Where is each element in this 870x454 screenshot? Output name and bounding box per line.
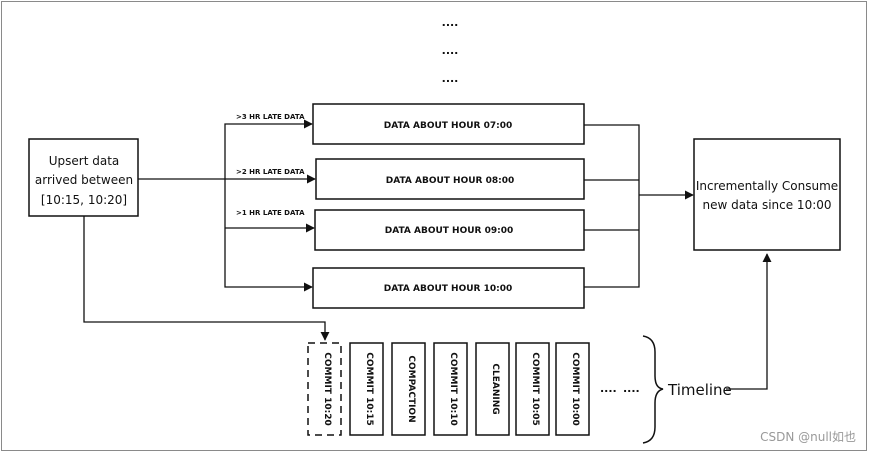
consumer-box	[693, 138, 841, 251]
dots-2: ....	[442, 44, 459, 57]
timeline-item-commit-1020	[307, 342, 342, 436]
late-label-3hr: >3 HR LATE DATA	[236, 113, 305, 121]
timeline-label-commit-1010: COMMIT 10:10	[448, 352, 458, 425]
timeline-item-commit-1010	[433, 342, 468, 436]
dots-3: ....	[442, 72, 459, 85]
timeline-label-commit-1020: COMMIT 10:20	[322, 352, 332, 425]
hour-box-08	[315, 158, 585, 200]
late-label-2hr: >2 HR LATE DATA	[236, 168, 305, 176]
source-line-1: Upsert data	[49, 154, 120, 168]
hour-box-07	[312, 103, 585, 145]
hour-label-07: DATA ABOUT HOUR 07:00	[384, 121, 513, 131]
late-label-1hr: >1 HR LATE DATA	[236, 209, 305, 217]
timeline-item-commit-1000	[555, 342, 590, 436]
timeline-item-commit-1015	[349, 342, 384, 436]
merge-bracket	[584, 124, 640, 288]
watermark: CSDN @null如也	[760, 429, 856, 444]
hour-box-10	[312, 267, 585, 309]
arrow-to-timeline	[83, 216, 330, 341]
hour-label-08: DATA ABOUT HOUR 08:00	[386, 176, 515, 186]
source-line-3: [10:15, 10:20]	[41, 193, 127, 207]
hour-label-10: DATA ABOUT HOUR 10:00	[384, 284, 513, 294]
timeline-label-cleaning: CLEANING	[490, 363, 500, 414]
timeline-label-compaction: COMPACTION	[406, 355, 416, 422]
timeline-item-cleaning	[475, 342, 510, 436]
timeline-label-commit-1015: COMMIT 10:15	[364, 352, 374, 425]
hour-box-09	[314, 209, 585, 251]
timeline-brace	[642, 335, 664, 444]
timeline-item-commit-1005	[515, 342, 550, 436]
arrow-to-hour-10	[224, 179, 313, 292]
source-line-2: arrived between	[35, 173, 133, 187]
timeline-label: Timeline	[667, 381, 732, 399]
timeline-ellipsis-1: ....	[600, 382, 617, 395]
hour-label-09: DATA ABOUT HOUR 09:00	[385, 226, 514, 236]
consumer-line-1: Incrementally Consume	[696, 179, 838, 193]
arrow-timeline-to-consumer	[726, 253, 772, 390]
dots-1: ....	[442, 16, 459, 29]
timeline-label-commit-1000: COMMIT 10:00	[570, 352, 580, 425]
arrow-to-hour-07	[224, 119, 313, 179]
timeline-item-compaction	[391, 342, 426, 436]
consumer-line-2: new data since 10:00	[702, 198, 831, 212]
timeline-label-commit-1005: COMMIT 10:05	[530, 352, 540, 425]
timeline-ellipsis-2: ....	[623, 382, 640, 395]
